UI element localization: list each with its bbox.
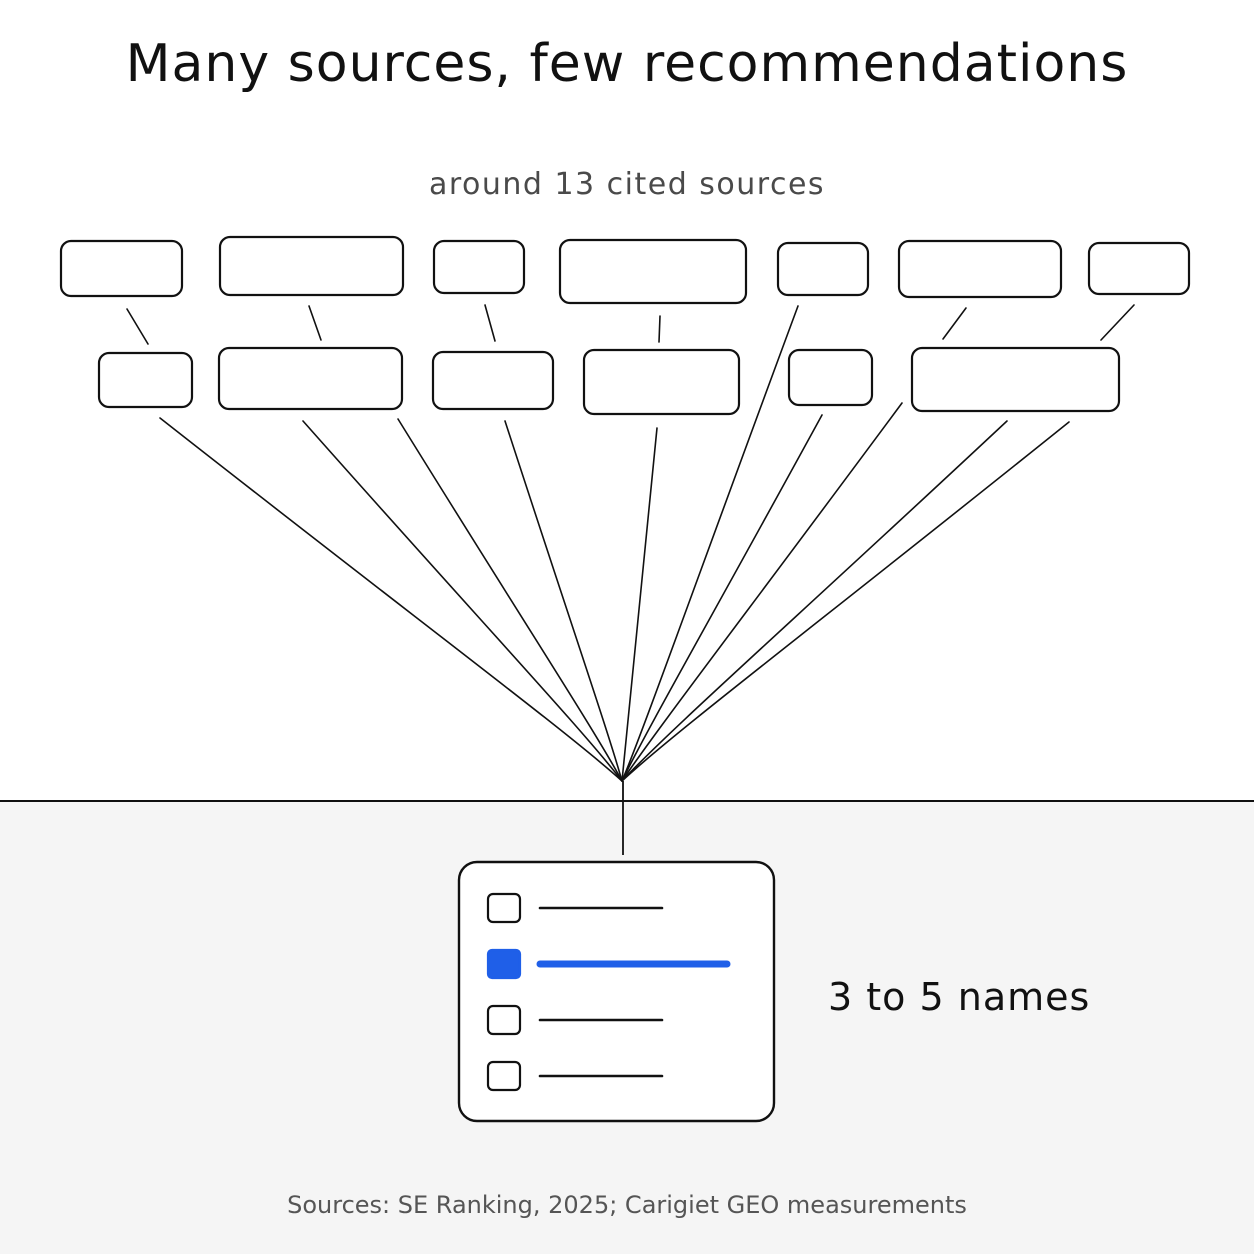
converging-line-5	[621, 427, 658, 782]
list-checkbox	[486, 892, 522, 924]
source-box-bottom-1	[97, 351, 194, 409]
source-box-top-2	[218, 235, 405, 297]
source-box-top-3	[432, 239, 526, 295]
converging-line-10	[621, 421, 1070, 782]
source-box-bottom-2	[217, 346, 404, 411]
result-caption: 3 to 5 names	[828, 975, 1091, 1019]
source-box-top-7	[1087, 241, 1191, 296]
list-checkbox	[486, 1060, 522, 1092]
source-box-top-1	[59, 239, 184, 298]
source-box-top-4	[558, 238, 748, 305]
converging-line-9	[621, 420, 1008, 782]
source-box-bottom-3	[431, 350, 555, 411]
result-list-card	[457, 860, 776, 1123]
source-box-top-6	[897, 239, 1063, 299]
row-connector-4	[658, 315, 661, 343]
row-connector-6	[1100, 304, 1135, 341]
source-box-top-5	[776, 241, 870, 297]
list-checkbox-checked	[486, 948, 522, 980]
row-connector-2	[308, 305, 322, 341]
source-box-bottom-4	[582, 348, 741, 416]
row-connector-5	[942, 307, 967, 340]
source-box-bottom-6	[910, 346, 1121, 413]
sources-caption: around 13 cited sources	[428, 167, 826, 202]
converging-line-7	[621, 414, 823, 782]
page-title: Many sources, few recommendations	[125, 34, 1129, 94]
converging-line-1	[159, 417, 623, 782]
converging-line-3	[397, 418, 623, 782]
converging-line-2	[302, 420, 623, 782]
converging-line-6	[621, 305, 799, 782]
converging-line-8	[621, 402, 903, 782]
converging-line-4	[504, 420, 623, 782]
list-checkbox	[486, 1004, 522, 1036]
footnote: Sources: SE Ranking, 2025; Carigiet GEO …	[287, 1191, 967, 1219]
row-connector-3	[484, 304, 496, 342]
source-box-bottom-5	[787, 348, 874, 407]
row-connector-1	[126, 308, 149, 345]
